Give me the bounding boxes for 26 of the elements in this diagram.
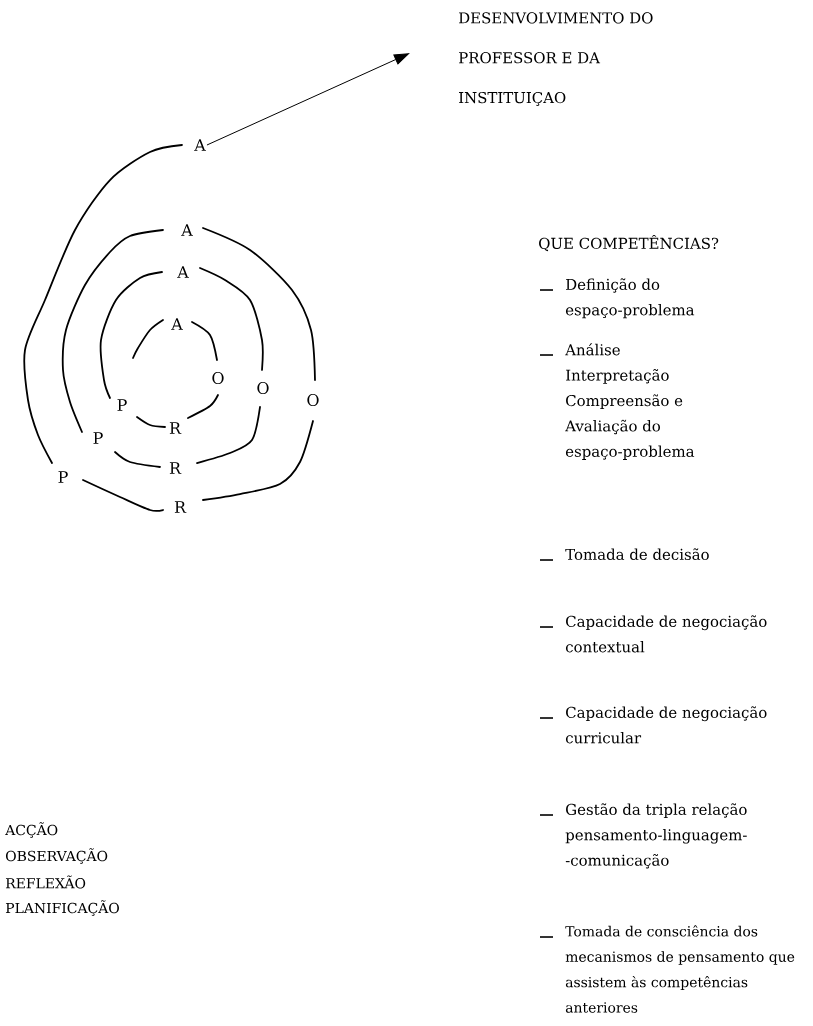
cycle-letter: O xyxy=(212,372,224,385)
list-item: Análise Interpretação Compreensão e Avaliação do espaço-problema xyxy=(565,343,695,460)
list-item: Gestão da tripla relação pensamento-linguagem- -comunicação xyxy=(565,803,747,869)
list-item: Definição do espaço-problema xyxy=(565,278,695,319)
list-item: Tomada de decisão xyxy=(565,548,709,561)
heading-text: DESENVOLVIMENTO DO PROFESSOR E DA INSTITUIÇAO xyxy=(459,12,653,106)
cycle-letter: P xyxy=(58,471,68,483)
list-item: Tomada de consciência dos mecanismos de pensamento que assistem às competências anteriores xyxy=(565,925,795,1013)
cycle-letter: A xyxy=(181,224,193,236)
cycle-letter: R xyxy=(169,462,182,474)
cycle-letter: O xyxy=(257,382,269,395)
cycle-step: PLANIFICAÇÃO xyxy=(5,900,119,916)
cycle-letter: P xyxy=(93,432,103,444)
cycle-letter: A xyxy=(171,318,183,330)
cycle-letter: P xyxy=(117,399,127,411)
cycle-letter: A xyxy=(194,139,206,151)
cycle-letter: R xyxy=(174,501,187,513)
cycle-letter: A xyxy=(177,266,189,278)
list-item: Capacidade de negociação contextual xyxy=(565,615,767,653)
cycle-step: REFLEXÃO xyxy=(5,875,86,889)
cycle-letter: O xyxy=(307,394,319,407)
list-item: Capacidade de negociação curricular xyxy=(565,706,767,744)
cycle-letter: R xyxy=(169,422,182,434)
heading-text: QUE COMPETÊNCIAS? xyxy=(539,234,719,252)
cycle-step: OBSERVAÇÃO xyxy=(6,848,108,864)
cycle-step: ACÇÃO xyxy=(5,822,58,838)
